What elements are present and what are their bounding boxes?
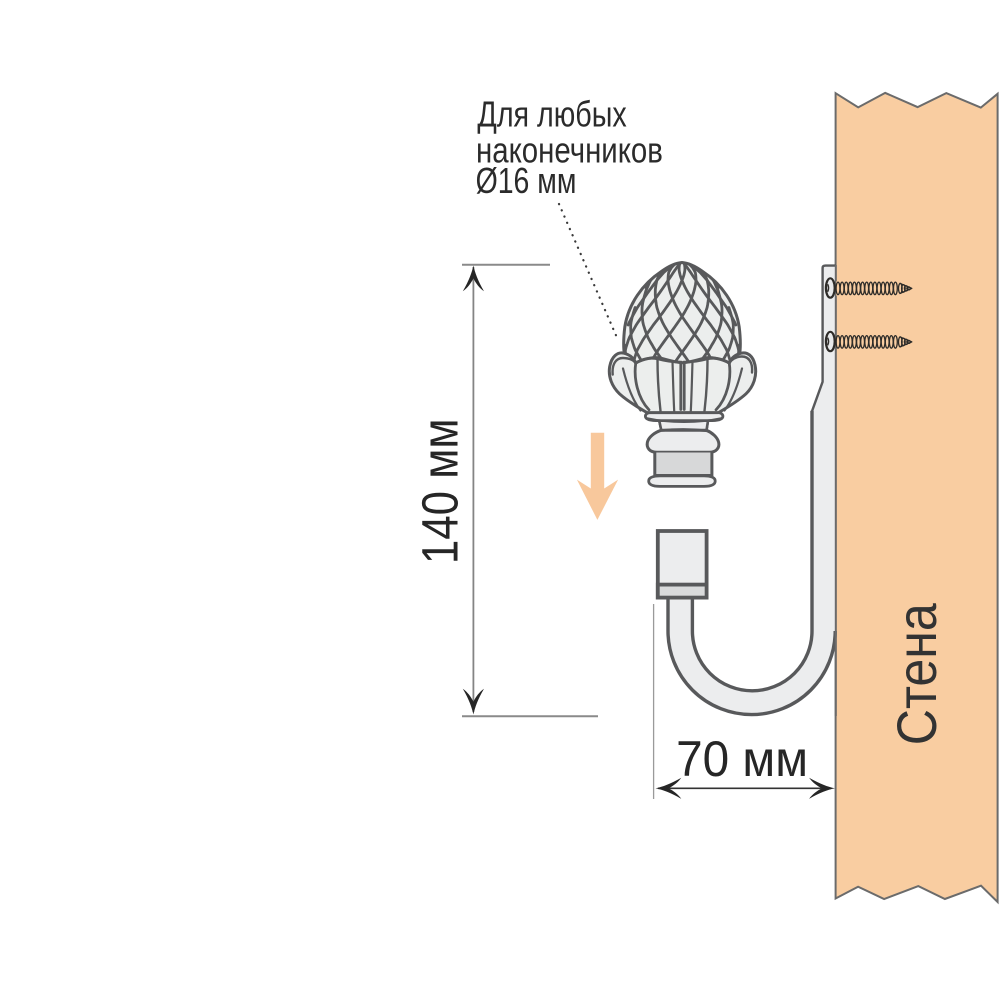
svg-text:Ø16 мм: Ø16 мм: [476, 160, 577, 201]
svg-text:наконечников: наконечников: [476, 129, 663, 170]
svg-text:70 мм: 70 мм: [676, 731, 808, 787]
svg-text:Стена: Стена: [886, 603, 948, 745]
svg-text:140 мм: 140 мм: [412, 418, 469, 564]
svg-text:Для любых: Для любых: [477, 93, 626, 134]
